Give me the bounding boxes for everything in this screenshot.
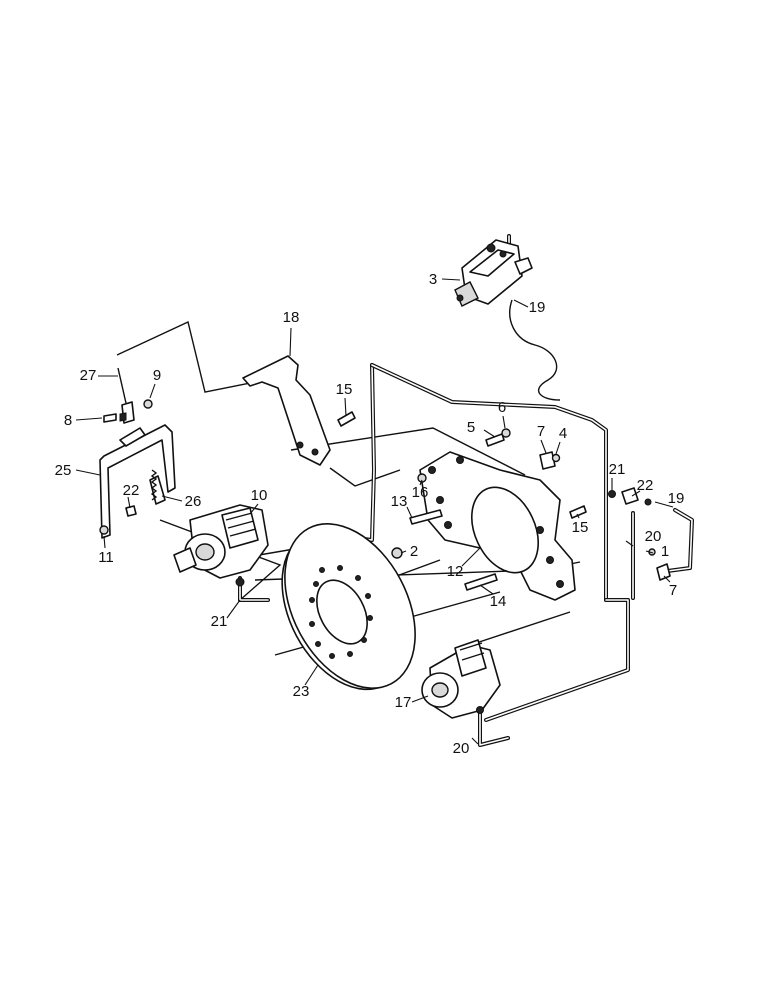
callout-6: 6 (498, 399, 506, 416)
callout-7-lower: 7 (669, 582, 677, 599)
callout-7-upper: 7 (537, 423, 545, 440)
callout-4: 4 (559, 425, 567, 442)
callout-2: 2 (410, 543, 418, 560)
callout-13: 13 (391, 493, 408, 510)
callout-20-lower: 20 (453, 740, 470, 757)
callout-15-upper: 15 (336, 381, 353, 398)
leader-lines (75, 278, 674, 745)
callout-11: 11 (98, 549, 114, 566)
brake-disc (281, 523, 416, 691)
disc-bolt-holes (309, 565, 373, 659)
callout-16: 16 (412, 484, 429, 501)
caliper-upper (173, 504, 269, 587)
callout-18: 18 (283, 309, 300, 326)
callout-19-upper: 19 (529, 299, 546, 316)
callout-22-left: 22 (123, 482, 140, 499)
callout-23: 23 (293, 683, 310, 700)
fasteners (337, 411, 671, 591)
callout-19-right: 19 (668, 490, 685, 507)
caliper-lower (421, 639, 501, 719)
callout-26: 26 (185, 493, 202, 510)
callout-12: 12 (447, 563, 464, 580)
callout-15-lower: 15 (572, 519, 589, 536)
callout-3: 3 (429, 271, 437, 288)
callout-22-right: 22 (637, 477, 654, 494)
callout-1: 1 (661, 543, 669, 560)
callout-17: 17 (395, 694, 412, 711)
callout-25: 25 (55, 462, 72, 479)
lever-assembly (99, 367, 176, 539)
callout-21-right: 21 (609, 461, 626, 478)
callout-21-lower: 21 (211, 613, 228, 630)
callout-labels: 1 2 3 4 5 6 7 7 8 9 10 11 12 13 14 15 15… (55, 271, 685, 757)
callout-8: 8 (64, 412, 72, 429)
caliper-bracket (417, 451, 576, 601)
pedal-bracket (242, 355, 331, 466)
callout-20-right: 20 (645, 528, 662, 545)
master-cylinder (454, 239, 533, 307)
callout-14: 14 (490, 593, 507, 610)
callout-10: 10 (251, 487, 268, 504)
callout-5: 5 (467, 419, 475, 436)
callout-9: 9 (153, 367, 161, 384)
callout-27: 27 (80, 367, 97, 384)
